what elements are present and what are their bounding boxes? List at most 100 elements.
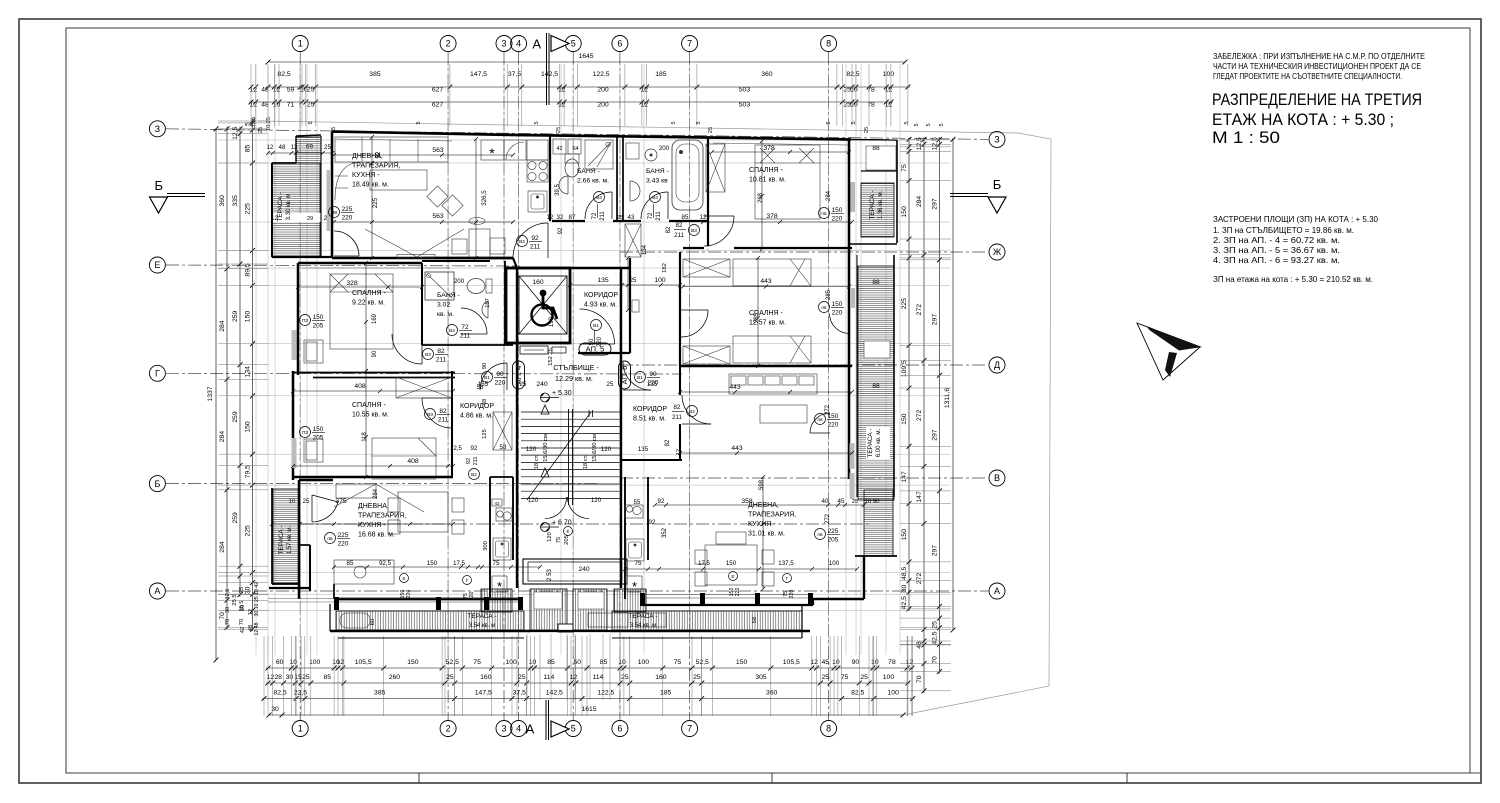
svg-text:КУХНЯ -: КУХНЯ - bbox=[352, 172, 380, 179]
svg-text:259: 259 bbox=[232, 411, 239, 423]
svg-text:240: 240 bbox=[578, 566, 590, 573]
svg-text:225: 225 bbox=[901, 298, 908, 310]
svg-text:В4: В4 bbox=[652, 195, 658, 201]
svg-text:10 90: 10 90 bbox=[864, 499, 880, 505]
svg-text:150: 150 bbox=[729, 588, 735, 597]
svg-text:88: 88 bbox=[872, 279, 880, 286]
svg-text:598: 598 bbox=[759, 479, 765, 490]
svg-text:220: 220 bbox=[406, 590, 412, 599]
svg-text:120: 120 bbox=[591, 497, 602, 504]
svg-text:4.86 кв. м.: 4.86 кв. м. bbox=[460, 413, 493, 420]
svg-text:200: 200 bbox=[597, 102, 609, 109]
svg-text:100: 100 bbox=[654, 277, 666, 284]
svg-text:40: 40 bbox=[822, 498, 829, 505]
svg-text:пв: пв bbox=[327, 537, 333, 542]
svg-text:17,5: 17,5 bbox=[698, 561, 710, 567]
svg-text:4: 4 bbox=[516, 39, 521, 49]
svg-text:375: 375 bbox=[335, 498, 347, 505]
svg-text:П8: П8 bbox=[331, 210, 337, 216]
svg-text:37,5: 37,5 bbox=[508, 71, 521, 78]
svg-text:155: 155 bbox=[478, 381, 489, 388]
svg-text:157: 157 bbox=[485, 298, 491, 308]
svg-text:5: 5 bbox=[571, 39, 576, 49]
svg-text:ЗАСТРОЕНИ ПЛОЩИ (ЗП) НА КОТА :: ЗАСТРОЕНИ ПЛОЩИ (ЗП) НА КОТА : + 5.30 bbox=[1213, 215, 1378, 224]
svg-text:211: 211 bbox=[460, 333, 471, 340]
svg-text:328: 328 bbox=[346, 280, 358, 287]
svg-text:43: 43 bbox=[628, 214, 635, 221]
svg-text:52,5: 52,5 bbox=[446, 659, 459, 666]
svg-text:5: 5 bbox=[914, 123, 920, 126]
svg-text:100: 100 bbox=[888, 690, 900, 697]
svg-text:89,5: 89,5 bbox=[245, 263, 252, 276]
svg-text:272: 272 bbox=[916, 573, 923, 585]
svg-text:225: 225 bbox=[245, 525, 252, 537]
svg-text:30: 30 bbox=[240, 605, 246, 611]
svg-text:В2: В2 bbox=[471, 472, 477, 478]
svg-text:25: 25 bbox=[307, 102, 315, 109]
svg-text:90: 90 bbox=[852, 659, 860, 666]
svg-text:1: 1 bbox=[298, 39, 303, 49]
svg-text:92: 92 bbox=[466, 458, 472, 464]
svg-text:9.22 кв. м.: 9.22 кв. м. bbox=[352, 300, 385, 307]
svg-text:Ж: Ж bbox=[993, 247, 1002, 257]
svg-text:48: 48 bbox=[279, 144, 286, 151]
svg-text:408: 408 bbox=[354, 383, 366, 390]
svg-text:190: 190 bbox=[549, 316, 555, 327]
svg-text:75: 75 bbox=[674, 659, 682, 666]
svg-text:150: 150 bbox=[832, 207, 843, 214]
svg-text:З: З bbox=[155, 124, 160, 134]
svg-text:ТРАПЕЗАРИЯ,: ТРАПЕЗАРИЯ, bbox=[748, 512, 796, 519]
svg-text:М 1 : 50: М 1 : 50 bbox=[1212, 128, 1280, 147]
svg-text:В1: В1 bbox=[484, 375, 490, 381]
svg-text:90: 90 bbox=[372, 350, 378, 357]
svg-text:48: 48 bbox=[261, 87, 269, 94]
svg-text:120: 120 bbox=[528, 497, 539, 504]
svg-text:92: 92 bbox=[649, 519, 656, 526]
svg-text:205: 205 bbox=[564, 535, 570, 545]
svg-text:150: 150 bbox=[901, 206, 908, 218]
svg-text:30: 30 bbox=[245, 586, 252, 594]
svg-text:55: 55 bbox=[634, 500, 641, 506]
svg-text:АП. 5: АП. 5 bbox=[586, 345, 605, 354]
svg-text:300: 300 bbox=[483, 541, 489, 551]
svg-text:118: 118 bbox=[362, 432, 368, 442]
svg-text:30 10: 30 10 bbox=[254, 603, 260, 616]
svg-text:5: 5 bbox=[534, 121, 540, 124]
svg-text:205: 205 bbox=[313, 323, 324, 330]
svg-text:305: 305 bbox=[755, 674, 767, 681]
svg-text:378: 378 bbox=[763, 145, 775, 152]
svg-text:272: 272 bbox=[825, 404, 831, 415]
svg-text:92,5: 92,5 bbox=[379, 560, 392, 567]
svg-text:58: 58 bbox=[500, 444, 507, 451]
svg-text:В3: В3 bbox=[425, 352, 431, 358]
svg-text:Б: Б bbox=[155, 178, 164, 193]
svg-text:10: 10 bbox=[871, 659, 879, 666]
svg-text:В1: В1 bbox=[637, 375, 643, 381]
svg-text:503: 503 bbox=[739, 102, 751, 109]
svg-text:*: * bbox=[497, 579, 502, 594]
svg-text:185: 185 bbox=[655, 71, 667, 78]
svg-text:75: 75 bbox=[493, 560, 500, 567]
svg-text:220: 220 bbox=[832, 216, 843, 223]
svg-text:2 53: 2 53 bbox=[547, 569, 553, 581]
svg-text:100: 100 bbox=[883, 71, 895, 78]
svg-text:3.54 кв. м: 3.54 кв. м bbox=[469, 623, 496, 629]
svg-text:А: А bbox=[154, 586, 160, 596]
svg-text:ТРАПЕЗАРИЯ,: ТРАПЕЗАРИЯ, bbox=[358, 513, 406, 520]
svg-text:25: 25 bbox=[843, 87, 851, 94]
svg-text:64: 64 bbox=[572, 146, 578, 152]
svg-text:12: 12 bbox=[547, 215, 554, 221]
svg-text:75: 75 bbox=[556, 537, 562, 543]
svg-text:В2: В2 bbox=[519, 239, 525, 245]
svg-text:кв. м.: кв. м. bbox=[437, 311, 454, 318]
svg-text:75: 75 bbox=[635, 560, 642, 567]
svg-text:352: 352 bbox=[662, 527, 668, 538]
svg-text:85: 85 bbox=[347, 560, 354, 567]
svg-text:12: 12 bbox=[291, 145, 298, 151]
svg-text:5: 5 bbox=[926, 123, 932, 126]
svg-text:5: 5 bbox=[416, 121, 422, 124]
svg-text:25: 25 bbox=[621, 674, 629, 681]
svg-text:12: 12 bbox=[700, 215, 707, 221]
svg-text:72: 72 bbox=[461, 324, 469, 331]
svg-text:220: 220 bbox=[735, 588, 741, 597]
